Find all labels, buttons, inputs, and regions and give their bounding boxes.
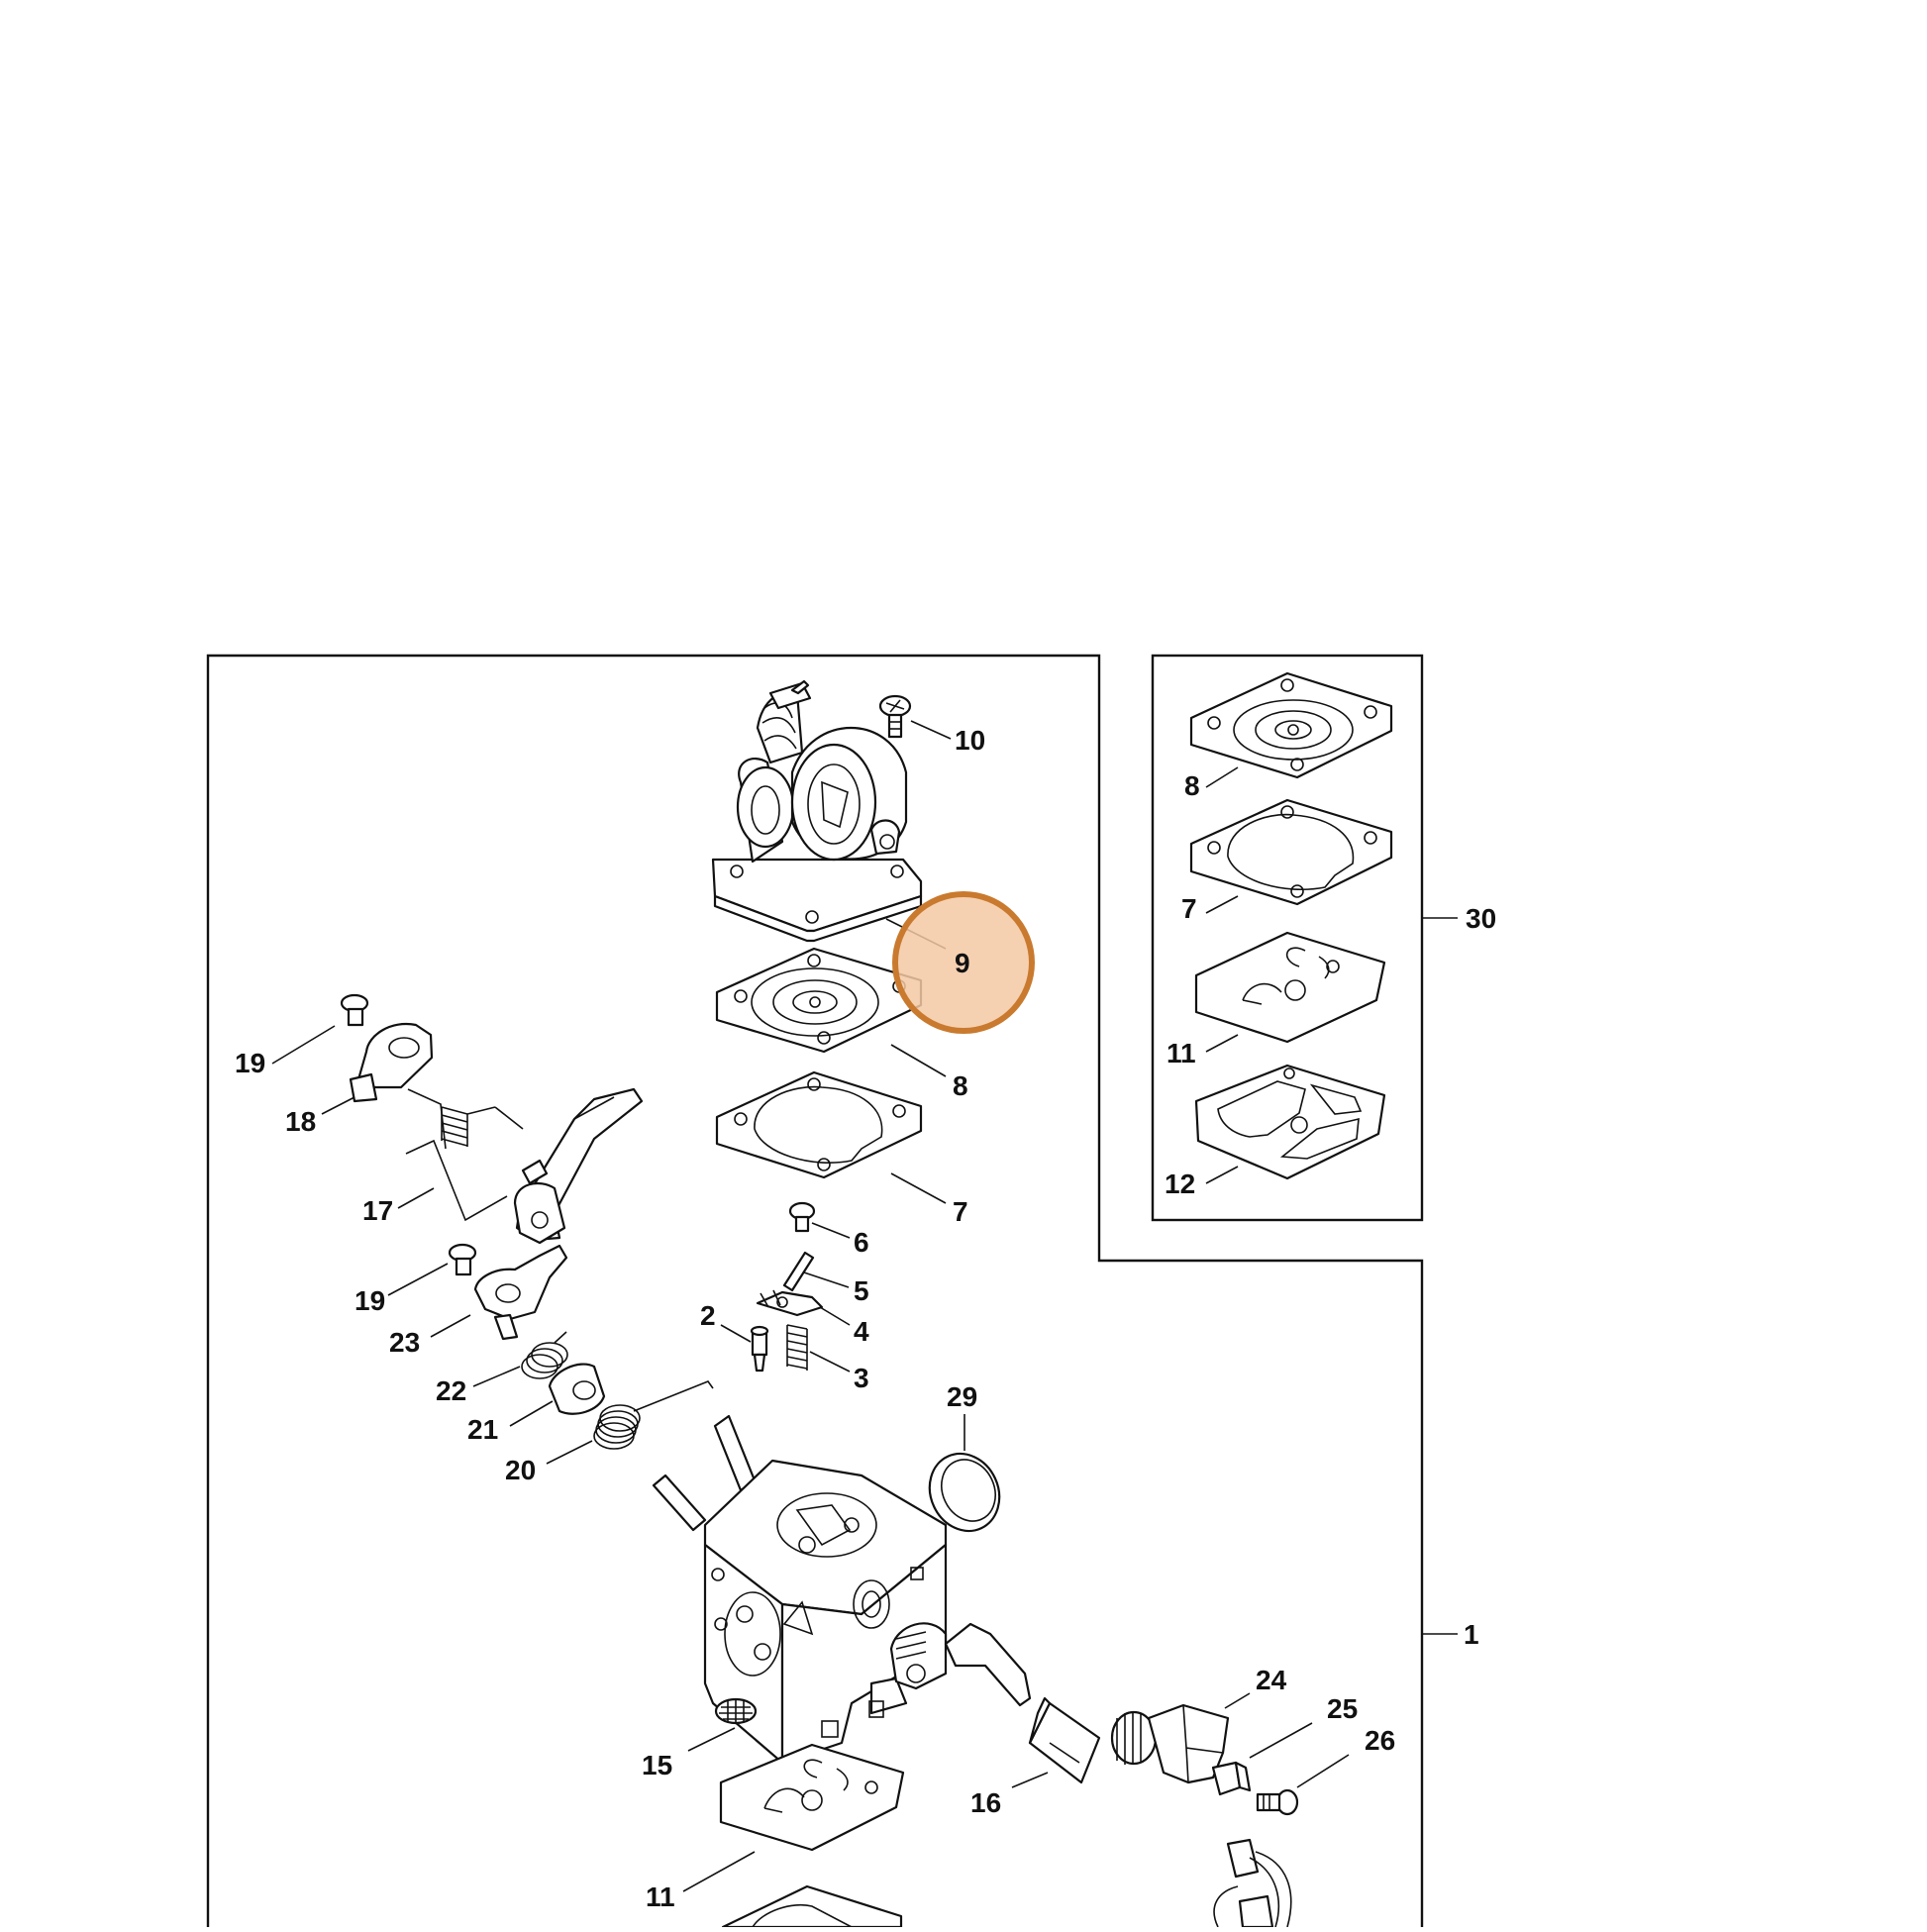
seal-ring-29[interactable]: [917, 1442, 1011, 1542]
pump-diaphragm-11[interactable]: [719, 1743, 905, 1852]
bracket-18[interactable]: [349, 1022, 434, 1103]
label-26[interactable]: 26: [1365, 1725, 1395, 1756]
screw-10[interactable]: [878, 694, 912, 739]
needle-valve-2[interactable]: [750, 1325, 769, 1373]
label-11[interactable]: 11: [646, 1881, 675, 1912]
label-17[interactable]: 17: [362, 1195, 393, 1226]
label-3[interactable]: 3: [854, 1363, 869, 1393]
spring-20[interactable]: [593, 1380, 714, 1450]
kit-diaphragm-8[interactable]: [1189, 671, 1393, 779]
carburetor-body-1[interactable]: [652, 1414, 1032, 1765]
label-30[interactable]: 30: [1466, 903, 1496, 934]
spring-3[interactable]: [786, 1324, 808, 1371]
label-7-kit[interactable]: 7: [1181, 893, 1197, 924]
label-19[interactable]: 19: [235, 1048, 265, 1078]
label-22[interactable]: 22: [436, 1375, 466, 1406]
label-7[interactable]: 7: [953, 1196, 968, 1227]
gasket-12-main[interactable]: [721, 1884, 903, 1929]
label-5[interactable]: 5: [854, 1275, 869, 1306]
main-assembly-frame: [206, 654, 1424, 1927]
label-8[interactable]: 8: [953, 1070, 968, 1101]
filter-screen-15[interactable]: [714, 1697, 758, 1725]
screw-26[interactable]: [1256, 1788, 1299, 1816]
pin-5[interactable]: [782, 1251, 815, 1292]
kit-pump-diaphragm-11[interactable]: [1194, 931, 1386, 1044]
gasket-kit-frame: [1151, 654, 1424, 1222]
label-10[interactable]: 10: [955, 725, 985, 756]
label-21[interactable]: 21: [467, 1414, 498, 1445]
label-24[interactable]: 24: [1256, 1665, 1287, 1695]
leader-17-bracket: [405, 1139, 508, 1222]
label-29[interactable]: 29: [947, 1381, 977, 1412]
label-23[interactable]: 23: [389, 1327, 420, 1358]
roller-21[interactable]: [548, 1363, 606, 1415]
screw-19-upper[interactable]: [340, 993, 369, 1027]
spring-22[interactable]: [521, 1331, 568, 1379]
label-4[interactable]: 4: [854, 1316, 869, 1347]
label-8-kit[interactable]: 8: [1184, 770, 1200, 801]
label-1[interactable]: 1: [1464, 1619, 1479, 1650]
label-15[interactable]: 15: [642, 1750, 672, 1780]
cap-16[interactable]: [1028, 1696, 1101, 1784]
solenoid-valve-24[interactable]: [1110, 1703, 1230, 1784]
screw-6[interactable]: [788, 1201, 816, 1233]
label-18[interactable]: 18: [285, 1106, 316, 1137]
diaphragm-8[interactable]: [715, 947, 923, 1054]
label-9[interactable]: 9: [955, 948, 970, 978]
gasket-7[interactable]: [715, 1070, 923, 1179]
lever-4[interactable]: [756, 1289, 824, 1317]
screw-19-lower[interactable]: [448, 1243, 477, 1276]
highlight-marker[interactable]: [892, 891, 1035, 1034]
carburetor-cover-9[interactable]: [711, 679, 923, 943]
throttle-lever-23[interactable]: [473, 1244, 568, 1341]
label-11-kit[interactable]: 11: [1166, 1038, 1196, 1068]
label-20[interactable]: 20: [505, 1455, 536, 1485]
label-12-kit[interactable]: 12: [1165, 1169, 1195, 1199]
kit-gasket-12[interactable]: [1194, 1064, 1386, 1180]
label-6[interactable]: 6: [854, 1227, 869, 1258]
kit-gasket-7[interactable]: [1189, 798, 1393, 906]
label-25[interactable]: 25: [1327, 1693, 1358, 1724]
label-19-lower[interactable]: 19: [355, 1285, 385, 1316]
leader-lines: [271, 720, 1458, 1892]
connector-25[interactable]: [1211, 1761, 1252, 1796]
label-16[interactable]: 16: [970, 1787, 1001, 1818]
choke-lever-17[interactable]: [407, 1087, 644, 1245]
label-2[interactable]: 2: [700, 1300, 716, 1331]
wire-harness: [1213, 1838, 1292, 1929]
